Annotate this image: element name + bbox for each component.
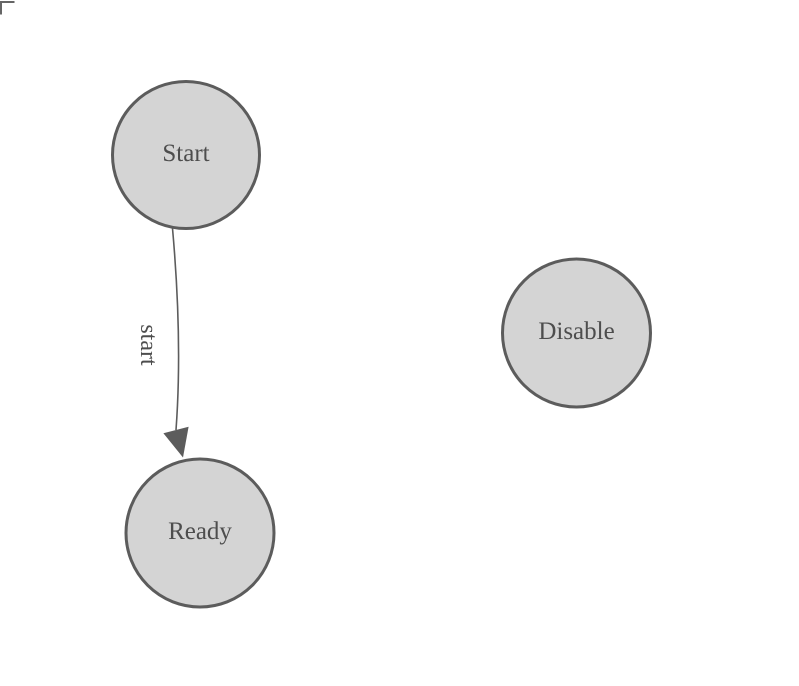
node-disable-circle[interactable] bbox=[501, 257, 652, 409]
node-ready[interactable]: Ready bbox=[124, 457, 276, 609]
node-start[interactable]: Start bbox=[111, 80, 261, 230]
canvas-origin-marker bbox=[0, 1, 15, 15]
edge-label: start bbox=[135, 324, 161, 366]
node-start-circle[interactable] bbox=[111, 80, 261, 230]
node-ready-circle[interactable] bbox=[124, 457, 276, 609]
node-ready-label: Ready bbox=[168, 518, 232, 545]
node-disable[interactable]: Disable bbox=[501, 257, 652, 409]
edge-start-ready-path[interactable] bbox=[171, 228, 180, 431]
node-disable-label: Disable bbox=[538, 318, 614, 345]
edge-start-ready[interactable]: start bbox=[135, 228, 189, 458]
node-start-label: Start bbox=[162, 140, 209, 167]
edge-arrowhead-icon bbox=[163, 426, 189, 458]
